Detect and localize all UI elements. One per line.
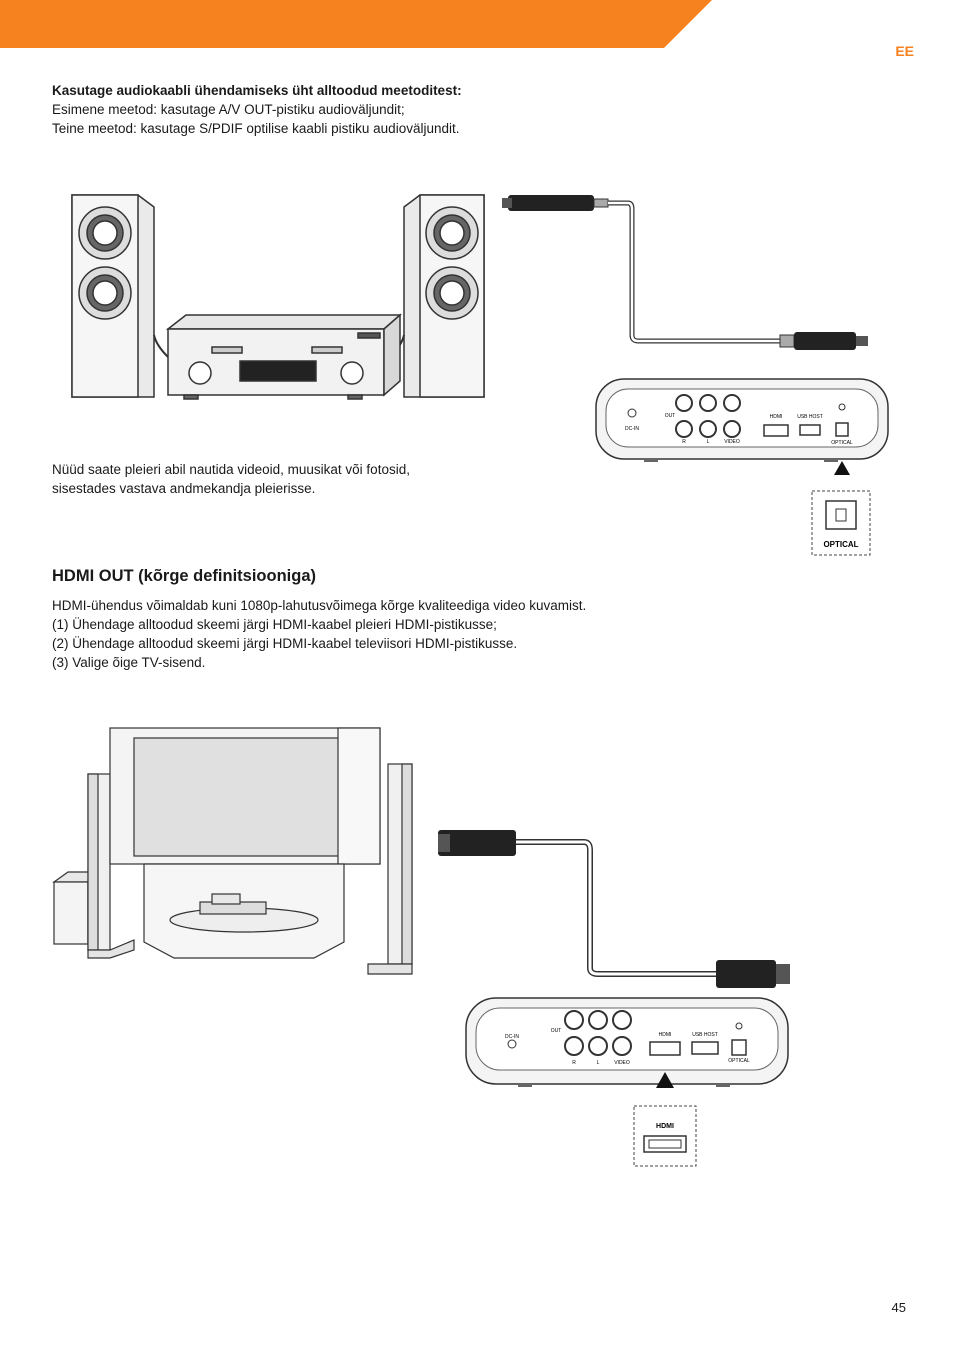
optical-callout: OPTICAL bbox=[811, 490, 871, 556]
hdmi-connection-diagram: DC-IN OUT R L VIDEO HDMI USB HOST OPTICA… bbox=[52, 727, 790, 1167]
optical-cable bbox=[502, 195, 868, 350]
hdmi-callout: HDMI bbox=[633, 1105, 697, 1167]
right-speaker bbox=[403, 194, 485, 398]
r-label-2: R bbox=[572, 1060, 576, 1066]
dc-in-label-2: DC-IN bbox=[505, 1034, 519, 1040]
optical-pointer-arrow bbox=[834, 461, 850, 475]
usb-host-label-2: USB HOST bbox=[692, 1032, 718, 1038]
optical-port-label-2: OPTICAL bbox=[728, 1058, 750, 1064]
media-player-device-2: DC-IN OUT R L VIDEO HDMI USB HOST OPTICA… bbox=[465, 997, 789, 1087]
audio-intro-heading: Kasutage audiokaabli ühendamiseks üht al… bbox=[52, 83, 462, 98]
audio-intro: Kasutage audiokaabli ühendamiseks üht al… bbox=[52, 81, 462, 138]
hdmi-cable bbox=[438, 830, 790, 988]
hdmi-heading: HDMI OUT (kõrge definitsiooniga) bbox=[52, 567, 316, 585]
hdmi-line-4: (3) Valige õige TV-sisend. bbox=[52, 655, 206, 670]
audio-connection-diagram: DC-IN OUT R L VIDEO HDMI USB HOST OPTICA… bbox=[71, 194, 889, 556]
audio-after-line-2: sisestades vastava andmekandja pleieriss… bbox=[52, 481, 316, 496]
optical-callout-label: OPTICAL bbox=[823, 540, 858, 549]
language-tag: EE bbox=[895, 43, 914, 59]
header-bar bbox=[0, 0, 712, 48]
television bbox=[109, 727, 381, 865]
video-label-2: VIDEO bbox=[614, 1060, 630, 1066]
media-player-device: DC-IN OUT R L VIDEO HDMI USB HOST OPTICA… bbox=[595, 378, 889, 462]
tv-stand bbox=[143, 863, 345, 959]
out-label-2: OUT bbox=[551, 1028, 562, 1034]
hdmi-line-3: (2) Ühendage alltoodud skeemi järgi HDMI… bbox=[52, 636, 518, 651]
dc-in-label: DC-IN bbox=[625, 426, 639, 432]
hdmi-port-label: HDMI bbox=[770, 414, 783, 420]
usb-host-label: USB HOST bbox=[797, 414, 823, 420]
hdmi-line-1: HDMI-ühendus võimaldab kuni 1080p-lahutu… bbox=[52, 598, 587, 613]
video-label: VIDEO bbox=[724, 439, 740, 445]
hdmi-callout-label: HDMI bbox=[656, 1123, 674, 1130]
header-orange-band bbox=[0, 0, 712, 48]
audio-method-2: Teine meetod: kasutage S/PDIF optilise k… bbox=[52, 121, 460, 136]
amplifier bbox=[165, 313, 402, 400]
r-label: R bbox=[682, 439, 686, 445]
l-label-2: L bbox=[597, 1060, 600, 1066]
right-tower-speaker bbox=[367, 763, 413, 975]
hdmi-port-label-2: HDMI bbox=[659, 1032, 672, 1038]
left-speaker bbox=[71, 194, 155, 398]
hdmi-pointer-arrow bbox=[656, 1072, 674, 1088]
page-number: 45 bbox=[891, 1300, 906, 1315]
l-label: L bbox=[707, 439, 710, 445]
optical-port-label: OPTICAL bbox=[831, 440, 853, 446]
hdmi-line-2: (1) Ühendage alltoodud skeemi järgi HDMI… bbox=[52, 617, 497, 632]
audio-after-line-1: Nüüd saate pleieri abil nautida videoid,… bbox=[52, 462, 410, 477]
hdmi-instructions: HDMI-ühendus võimaldab kuni 1080p-lahutu… bbox=[52, 596, 586, 672]
audio-method-1: Esimene meetod: kasutage A/V OUT-pistiku… bbox=[52, 102, 405, 117]
out-label: OUT bbox=[665, 413, 676, 419]
audio-after-text: Nüüd saate pleieri abil nautida videoid,… bbox=[52, 460, 410, 498]
